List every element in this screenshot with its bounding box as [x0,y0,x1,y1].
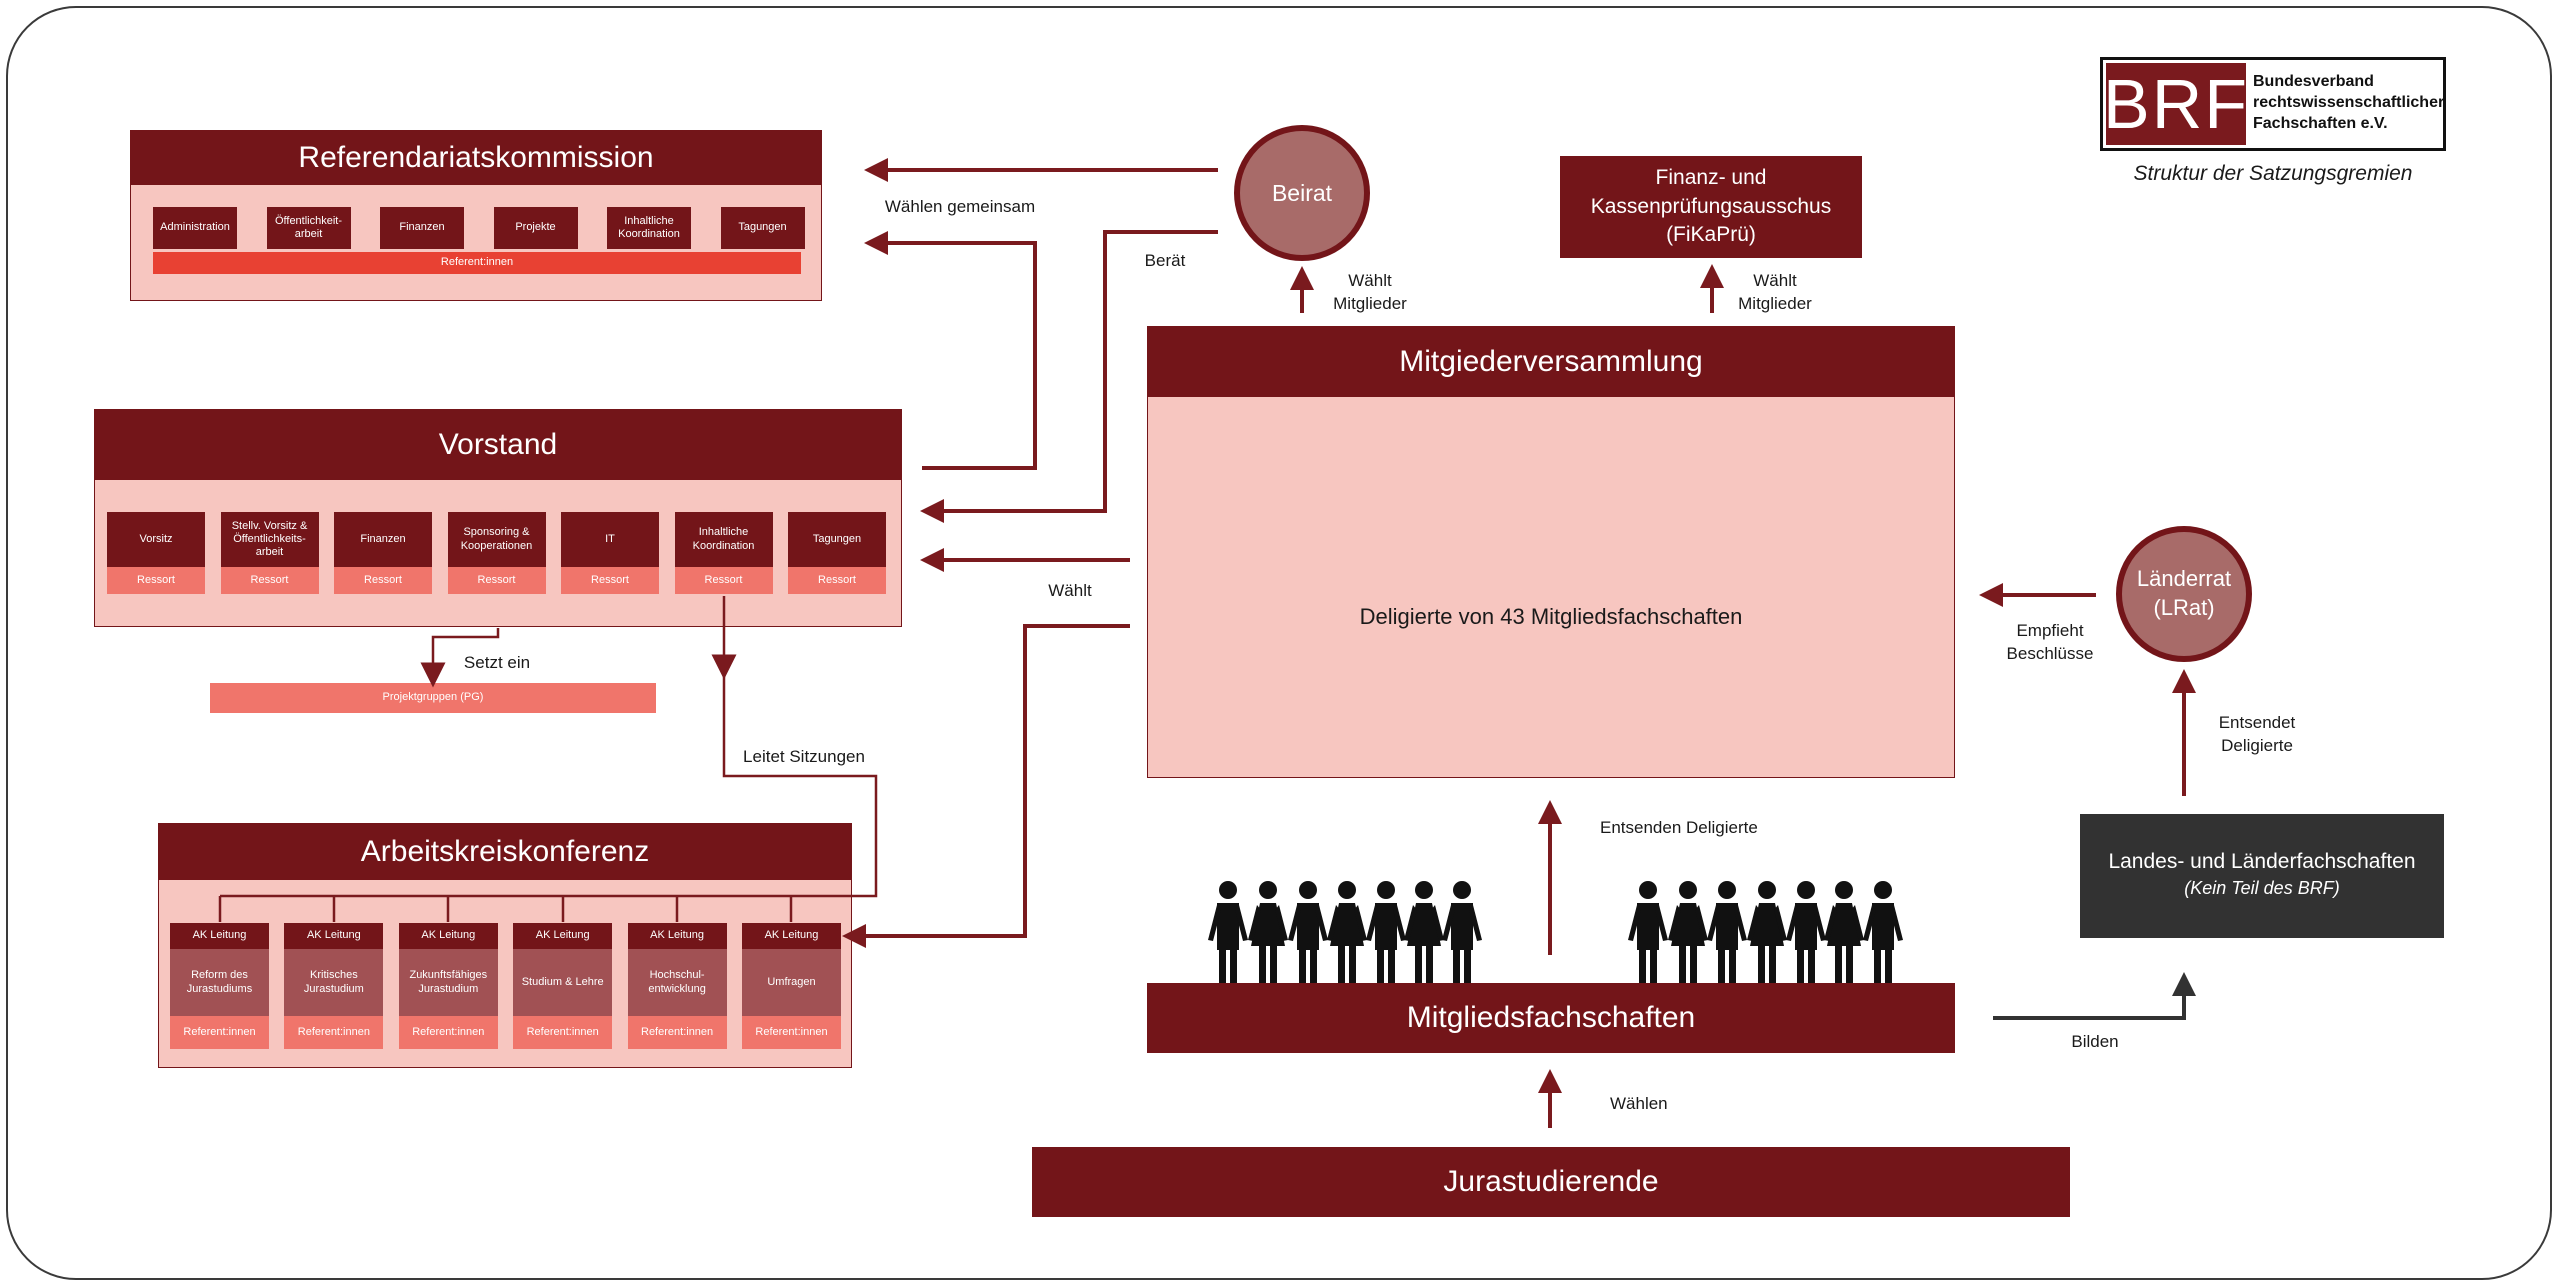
ak-leitung-label: AK Leitung [513,923,613,949]
landesfachschaften-box: Landes- und Länderfachschaften (Kein Tei… [2080,814,2444,938]
laenderrat-circle: Länderrat (LRat) [2116,526,2252,662]
female-person-icon [1327,881,1367,983]
ak-topic: Studium & Lehre [513,949,613,1016]
male-person-icon [1366,881,1406,983]
male-person-icon [1288,881,1328,983]
arrow-vorstand-pg [420,628,500,688]
label-beraet: Berät [1144,251,1186,270]
male-person-icon [1707,881,1747,983]
label-waehlt: Wählt [1048,581,1092,600]
referendariatskommission-item: Administration [153,207,237,249]
arrow-mfs-bilden-lf [1993,972,2196,1020]
vorstand-ressort-label: Vorsitz [107,512,205,567]
mitgliederversammlung-box: Mitgiederversammlung Deligierte von 43 M… [1147,326,1955,778]
ak-referent-label: Referent:innen [284,1016,384,1049]
referendariatskommission-box: Referendariatskommission Administration Ö… [130,130,822,301]
label-bilden: Bilden [2071,1032,2119,1051]
mitgliedsfachschaften-box: Mitgliedsfachschaften [1147,983,1955,1053]
vorstand-title: Vorstand [95,410,901,480]
vorstand-ressort-label: Tagungen [788,512,886,567]
ak-leitung-label: AK Leitung [398,923,498,949]
label-waehlen: Wählen [1610,1094,1668,1113]
label-waehlt-mitglieder-beirat: Wählt Mitglieder [1333,271,1407,313]
ak-referent-label: Referent:innen [627,1016,727,1049]
mitgliederversammlung-body: Deligierte von 43 Mitgliedsfachschaften [1359,604,1743,629]
label-waehlen-gemeinsam: Wählen gemeinsam [884,197,1036,216]
vorstand-ressort-tag: Ressort [788,567,886,594]
ak-leitung-label: AK Leitung [170,923,269,949]
brf-logo: BRF Bundesverband rechtswissenschaftlich… [2100,57,2446,151]
female-person-icon [1404,881,1444,983]
label-entsendet: Entsendet Deligierte [2218,713,2296,755]
ak-leitung-label: AK Leitung [284,923,384,949]
jurastudierende-box: Jurastudierende [1032,1147,2070,1217]
vorstand-ressort-label: Sponsoring & Kooperationen [447,512,546,567]
male-person-icon [1208,881,1248,983]
female-person-icon [1747,881,1787,983]
vorstand-ressort-tag: Ressort [561,567,659,594]
ak-leitung-label: AK Leitung [742,923,841,949]
male-person-icon [1442,881,1482,983]
projektgruppen-box: Projektgruppen (PG) [210,683,656,713]
brf-logo-name: Bundesverband rechtswissenschaftlicher F… [2253,73,2445,132]
referendariatskommission-item: Projekte [493,207,578,249]
arrow-beirat-beraet-vorstand [920,230,1218,523]
diagram-caption: Struktur der Satzungsgremien [2133,162,2413,185]
mitgliederversammlung-title: Mitgiederversammlung [1148,327,1954,397]
male-person-icon [1786,881,1826,983]
referendariatskommission-item: Inhaltliche Koordination [607,207,691,249]
male-person-icon [1863,881,1903,983]
label-leitet-sitzungen: Leitet Sitzungen [743,747,865,766]
referendariatskommission-title: Referendariatskommission [131,131,821,185]
vorstand-ressort-label: Stellv. Vorsitz & Öffentlichkeits- arbei… [220,512,319,567]
vorstand-ressort-label: Finanzen [334,512,432,567]
ak-referent-label: Referent:innen [398,1016,498,1049]
ak-topic: Reform des Jurastudiums [170,949,269,1016]
label-entsenden: Entsenden Deligierte [1600,818,1758,837]
referendariatskommission-footer: Referent:innen [153,252,801,274]
arrow-mv-akk [842,624,1130,948]
label-empfiehlt: Empfieht Beschlüsse [2006,621,2094,663]
fikapru-box: Finanz- und Kassenprüfungsausschus (FiKa… [1560,156,1862,258]
female-person-icon [1824,881,1864,983]
vorstand-ressort-label: Inhaltliche Koordination [674,512,773,567]
arbeitskreiskonferenz-title: Arbeitskreiskonferenz [159,824,851,880]
ak-leitung-label: AK Leitung [627,923,727,949]
label-waehlt-mitglieder-fikapru: Wählt Mitglieder [1738,271,1812,313]
vorstand-ressort-tag: Ressort [107,567,205,594]
arrow-waehlen-gemeinsam [864,231,1037,470]
ak-topic: Umfragen [742,949,841,1016]
ak-topic: Kritisches Jurastudium [284,949,384,1016]
female-person-icon [1668,881,1708,983]
vorstand-ressort-tag: Ressort [220,567,319,594]
vorstand-ressort-label: IT [561,512,659,567]
landesfachschaften-note: (Kein Teil des BRF) [2184,878,2340,898]
vorstand-ressort-tag: Ressort [334,567,432,594]
ak-topic: Hochschul- entwicklung [627,949,727,1016]
referendariatskommission-item: Finanzen [380,207,464,249]
ak-topic: Zukunftsfähiges Jurastudium [398,949,498,1016]
male-person-icon [1628,881,1668,983]
beirat-circle: Beirat [1234,125,1370,261]
ak-referent-label: Referent:innen [742,1016,841,1049]
label-setzt-ein: Setzt ein [463,653,531,672]
vorstand-ressort-tag: Ressort [447,567,546,594]
line-leitet-sitzungen [220,672,878,898]
landesfachschaften-title: Landes- und Länderfachschaften [2108,850,2416,873]
brf-logo-mark: BRF [2103,63,2249,145]
referendariatskommission-item: Öffentlichkeit- arbeit [266,207,351,249]
referendariatskommission-item: Tagungen [720,207,805,249]
vorstand-ressort-tag: Ressort [674,567,773,594]
female-person-icon [1248,881,1288,983]
ak-referent-label: Referent:innen [170,1016,269,1049]
ak-referent-label: Referent:innen [513,1016,613,1049]
